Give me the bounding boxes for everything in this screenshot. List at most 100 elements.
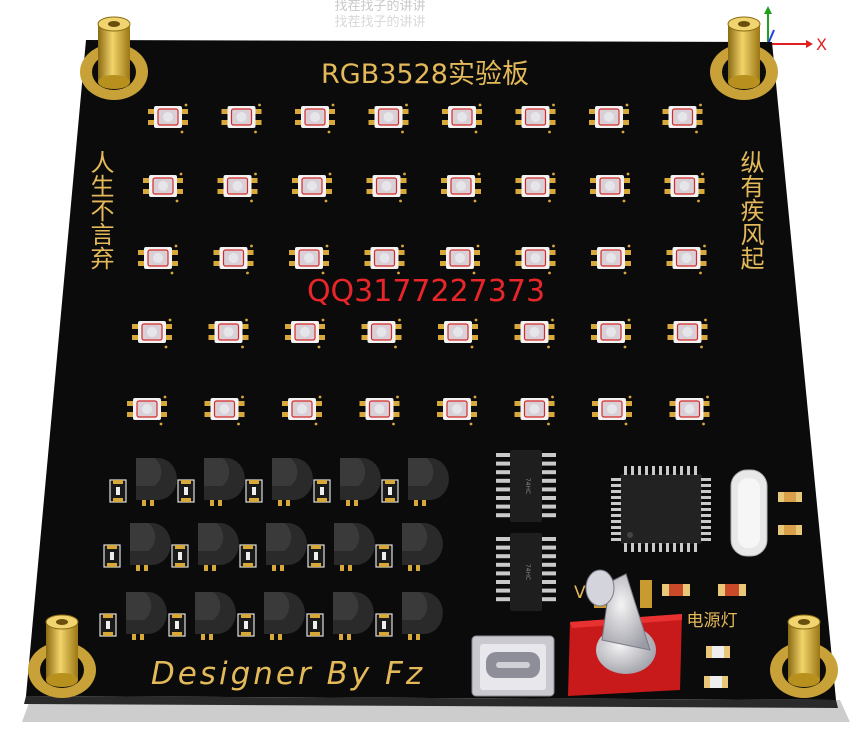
faded-top-text-2: 找茬找子的讲讲 <box>334 14 425 30</box>
smd-resistor <box>307 544 325 568</box>
power-led-label: 电源灯 <box>687 611 738 631</box>
crystal-caps <box>778 492 802 535</box>
rgb-led <box>438 318 478 349</box>
rgb-led <box>282 395 322 426</box>
smd-resistor <box>99 613 117 637</box>
rgb-led <box>366 172 407 203</box>
rgb-led <box>364 244 405 275</box>
transistor-to92 <box>264 592 305 640</box>
rgb-led <box>217 172 258 203</box>
rgb-led <box>127 395 167 426</box>
smd-resistor <box>306 613 324 637</box>
transistor-to92 <box>408 458 449 506</box>
rgb-led <box>662 103 703 134</box>
transistor-grid <box>99 458 449 640</box>
transistor-to92 <box>272 458 313 506</box>
rgb-led <box>148 103 188 134</box>
transistor-to92 <box>130 523 171 571</box>
rgb-led <box>437 395 477 426</box>
axis-x-label: X <box>816 35 827 54</box>
rgb-led <box>208 318 249 349</box>
designer-signature: Designer By Fz <box>151 656 425 692</box>
rgb-led <box>515 244 556 275</box>
rgb-led <box>138 244 178 275</box>
rgb-led <box>664 172 705 203</box>
smd-resistor <box>375 544 393 568</box>
crystal-oscillator <box>730 469 768 557</box>
right-motto: 纵有疾风起 <box>736 150 764 270</box>
smd-resistor <box>375 613 393 637</box>
brass-standoffs <box>28 16 838 698</box>
rgb-led <box>515 103 556 134</box>
rgb-led <box>441 172 481 203</box>
transistor-to92 <box>340 458 381 506</box>
rgb-led <box>440 244 480 275</box>
header-label: V <box>574 583 586 603</box>
smd-resistor <box>168 613 186 637</box>
led-grid <box>127 103 710 426</box>
rgb-led <box>666 244 707 275</box>
mcu-chip <box>611 466 711 552</box>
qq-number: QQ3177227373 <box>307 274 545 309</box>
rgb-led <box>143 172 183 203</box>
rgb-led <box>591 318 631 349</box>
usb-c-connector <box>471 635 555 697</box>
smd-resistor <box>103 544 121 568</box>
smd-resistor <box>313 479 331 503</box>
power-led-parts <box>662 584 746 688</box>
power-toggle-switch <box>568 569 682 696</box>
rgb-led <box>589 103 629 134</box>
rgb-led <box>514 395 555 426</box>
transistor-to92 <box>402 592 443 640</box>
svg-text:74HC: 74HC <box>524 564 531 580</box>
ic-chip-upper: 74HC <box>496 450 556 522</box>
rgb-led <box>667 318 708 349</box>
rgb-led <box>361 318 402 349</box>
rgb-led <box>591 244 631 275</box>
transistor-to92 <box>136 458 177 506</box>
rgb-led <box>132 318 172 349</box>
brass-standoff <box>80 16 148 100</box>
smd-resistor <box>239 544 257 568</box>
rgb-led <box>590 172 630 203</box>
rgb-led <box>442 103 482 134</box>
brass-standoff <box>710 16 778 100</box>
transistor-to92 <box>266 523 307 571</box>
transistor-to92 <box>402 523 443 571</box>
rgb-led <box>213 244 254 275</box>
pcb-edge <box>24 696 838 708</box>
transistor-to92 <box>126 592 167 640</box>
rgb-led <box>514 318 555 349</box>
rgb-led <box>515 172 556 203</box>
brass-standoff <box>28 614 96 698</box>
rgb-led <box>285 318 325 349</box>
ic-chip-lower: 74HC <box>496 533 556 611</box>
rgb-led <box>669 395 710 426</box>
rgb-led <box>359 395 400 426</box>
smd-resistor <box>245 479 263 503</box>
left-motto: 人生不言弃 <box>86 150 114 270</box>
faded-top-text-1: 找茬找子的讲讲 <box>334 0 425 14</box>
board-title: RGB3528实验板 <box>321 59 529 90</box>
transistor-to92 <box>204 458 245 506</box>
transistor-to92 <box>198 523 239 571</box>
transistor-to92 <box>334 523 375 571</box>
svg-text:74HC: 74HC <box>524 478 531 494</box>
transistor-to92 <box>195 592 236 640</box>
rgb-led <box>289 244 329 275</box>
rgb-led <box>592 395 632 426</box>
smd-resistor <box>109 479 127 503</box>
brass-standoff <box>770 614 838 698</box>
rgb-led <box>292 172 332 203</box>
rgb-led <box>295 103 335 134</box>
smd-resistor <box>237 613 255 637</box>
smd-resistor <box>171 544 189 568</box>
smd-resistor <box>177 479 195 503</box>
rgb-led <box>204 395 245 426</box>
smd-resistor <box>381 479 399 503</box>
axis-gizmo: X <box>764 6 827 54</box>
rgb-led <box>368 103 409 134</box>
rgb-led <box>221 103 262 134</box>
transistor-to92 <box>333 592 374 640</box>
